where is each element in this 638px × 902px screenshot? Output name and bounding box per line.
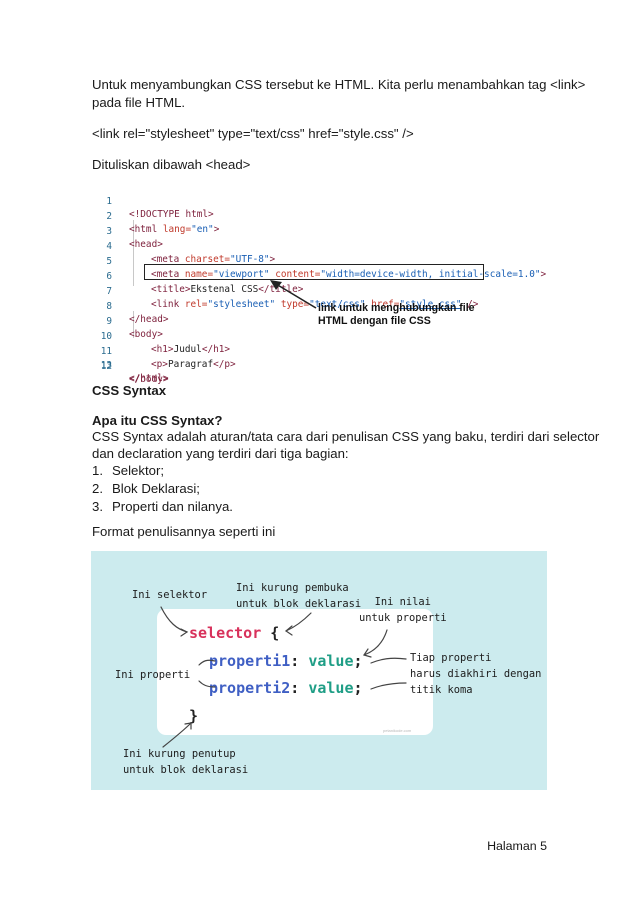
annotation-selector: Ini selektor [132,589,208,601]
line-number: 4 [106,241,112,252]
code-line-5: 5 <meta name="viewport" content="width=d… [92,242,546,280]
line-number: 3 [106,226,112,237]
link-annotation: link untuk menghubungkan file HTML denga… [318,302,475,327]
syntax-declaration-2: properti2: value; [209,679,363,697]
list-item: 3.Properti dan nilanya. [92,499,233,514]
indent-guide [133,311,134,338]
annotation-close-brace: Ini kurung penutup untuk blok deklarasi [123,748,249,776]
line-number: 2 [106,211,112,222]
arrow-semicolon-2 [370,682,407,690]
code-line-1: 1 <!DOCTYPE html> [92,182,213,220]
line-number: 9 [106,316,112,327]
indent-guide [133,220,134,286]
line-number: 12 [100,361,112,372]
line-number: 1 [106,196,112,207]
line-number: 5 [106,256,112,267]
line-number: 6 [106,271,112,282]
line-number: 11 [100,346,112,357]
section-desc-line-2: dan declaration yang terdiri dari tiga b… [92,446,349,461]
code-line-9: 9 <body> [92,302,163,340]
watermark: petanikode.com [383,728,412,733]
arrow-property-1 [198,659,216,666]
code-line-4: 4 <meta charset="UTF-8"> [92,227,275,265]
line-number: 10 [100,331,112,342]
annotation-semicolon: Tiap properti harus diakhiri dengan titi… [410,652,542,696]
code-line-10: 10 <h1>Judul</h1> [92,317,230,355]
code-line-12: 12 </body> [92,347,169,385]
link-highlight-box [144,264,484,280]
syntax-parts-list: 1.Selektor; 2.Blok Deklarasi; 3.Properti… [92,462,233,516]
arrow-selector [160,606,188,633]
section-heading: CSS Syntax [92,383,167,398]
intro-text-line-1: Untuk menyambungkan CSS tersebut ke HTML… [92,77,586,92]
line-number: 13 [100,360,112,371]
code-line-3: 3 <head> [92,212,163,250]
code-line-6: 6 <title>Ekstenal CSS</title> [92,257,303,295]
arrow-property-2 [198,680,216,688]
annotation-open-brace: Ini kurung pembuka untuk blok deklarasi [236,582,362,610]
list-item: 2.Blok Deklarasi; [92,481,200,496]
syntax-close-brace: } [189,707,199,725]
page-number: Halaman 5 [487,839,547,853]
arrow-semicolon-1 [370,657,407,664]
css-syntax-figure: selector { properti1: value; properti2: … [91,551,547,790]
syntax-selector-line: selector { [189,624,280,642]
section-subheading: Apa itu CSS Syntax? [92,413,223,428]
code-line-8: 8 </head> [92,287,168,325]
annotation-property: Ini properti [115,669,191,681]
annotation-value: Ini nilai untuk properti [359,596,447,624]
link-tag-code: <link rel="stylesheet" type="text/css" h… [92,126,414,141]
arrow-open-brace [285,612,312,632]
intro-text-line-2: pada file HTML. [92,95,186,110]
list-item: 1.Selektor; [92,463,165,478]
html-code-figure: 1 <!DOCTYPE html> 2 <html lang="en"> 3 <… [92,180,548,385]
code-line-7: 7 <link rel="stylesheet" type="text/css"… [92,272,478,310]
line-number: 8 [106,301,112,312]
syntax-declaration-1: properti1: value; [209,652,363,670]
format-text: Format penulisannya seperti ini [92,524,276,539]
code-line-11: 11 <p>Paragraf</p> [92,332,236,370]
annotation-arrow [270,280,317,309]
arrow-close-brace [162,722,192,748]
placement-text: Dituliskan dibawah <head> [92,157,251,172]
code-line-13: 13 </html> [92,346,169,384]
section-desc-line-1: CSS Syntax adalah aturan/tata cara dari … [92,429,600,444]
code-line-2: 2 <html lang="en"> [92,197,219,235]
line-number: 7 [106,286,112,297]
annotation-arrows [160,606,407,748]
arrow-value [363,629,388,656]
